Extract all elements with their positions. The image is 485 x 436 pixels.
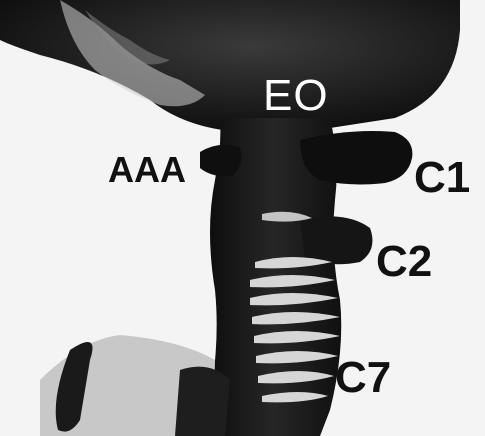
lower-neck-dark xyxy=(175,367,230,436)
label-aaa: AAA xyxy=(108,152,186,188)
c2-body xyxy=(300,216,372,264)
anterior-arch xyxy=(200,145,241,177)
c1-process xyxy=(300,131,412,184)
label-c7: C7 xyxy=(335,356,391,400)
label-c1: C1 xyxy=(414,156,470,200)
label-c2: C2 xyxy=(376,240,432,284)
label-eo: EO xyxy=(263,74,329,118)
